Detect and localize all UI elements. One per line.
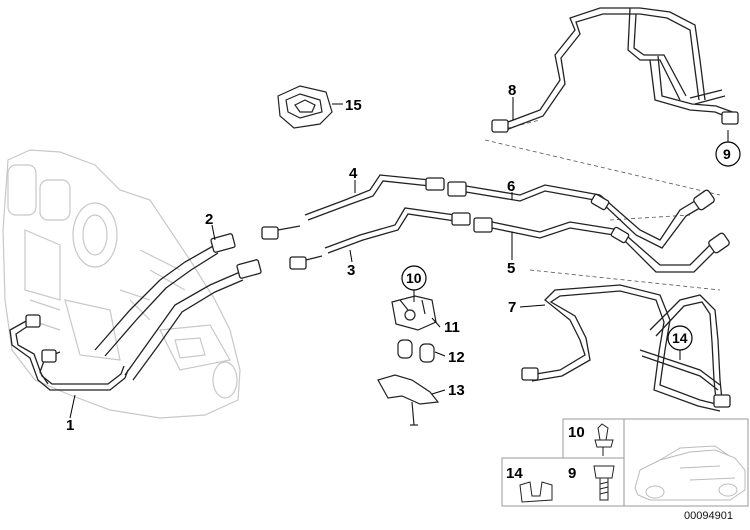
callout-7: 7	[508, 299, 516, 316]
leader-lines	[69, 97, 729, 419]
vehicle-icon	[634, 445, 746, 501]
callout-2: 2	[205, 211, 213, 228]
callout-14-circle	[667, 325, 693, 351]
inset-label-10: 10	[568, 424, 585, 441]
callouts: 1 2 3 4 5 6 7 8 11 12 13 15 9 10 14	[66, 82, 741, 434]
callout-6: 6	[507, 178, 515, 195]
callout-14: 14	[672, 330, 688, 346]
cooler-lines	[9, 174, 730, 391]
inset-panel: 10 9 14	[501, 418, 749, 507]
bolt-icon	[594, 423, 614, 456]
inset-label-14: 14	[506, 465, 523, 482]
document-number: 00094901	[684, 510, 733, 522]
engine-block	[2, 149, 241, 419]
callout-13: 13	[448, 382, 465, 399]
callout-1: 1	[66, 417, 74, 434]
callout-3: 3	[347, 262, 355, 279]
callout-8: 8	[508, 82, 516, 99]
callout-5: 5	[507, 260, 515, 277]
callout-4: 4	[349, 165, 358, 182]
callout-15: 15	[345, 97, 362, 114]
callout-10-circle	[401, 265, 427, 291]
screw-icon	[593, 465, 615, 501]
callout-12: 12	[448, 349, 465, 366]
callout-10: 10	[406, 270, 422, 286]
small-parts	[277, 85, 440, 426]
upper-line-assembly	[491, 7, 739, 133]
inset-label-9: 9	[568, 465, 576, 482]
callout-11: 11	[444, 319, 460, 336]
callout-9-circle	[715, 141, 741, 167]
lower-line-assembly	[521, 284, 731, 412]
callout-9: 9	[723, 146, 731, 162]
clip-icon	[519, 481, 553, 503]
